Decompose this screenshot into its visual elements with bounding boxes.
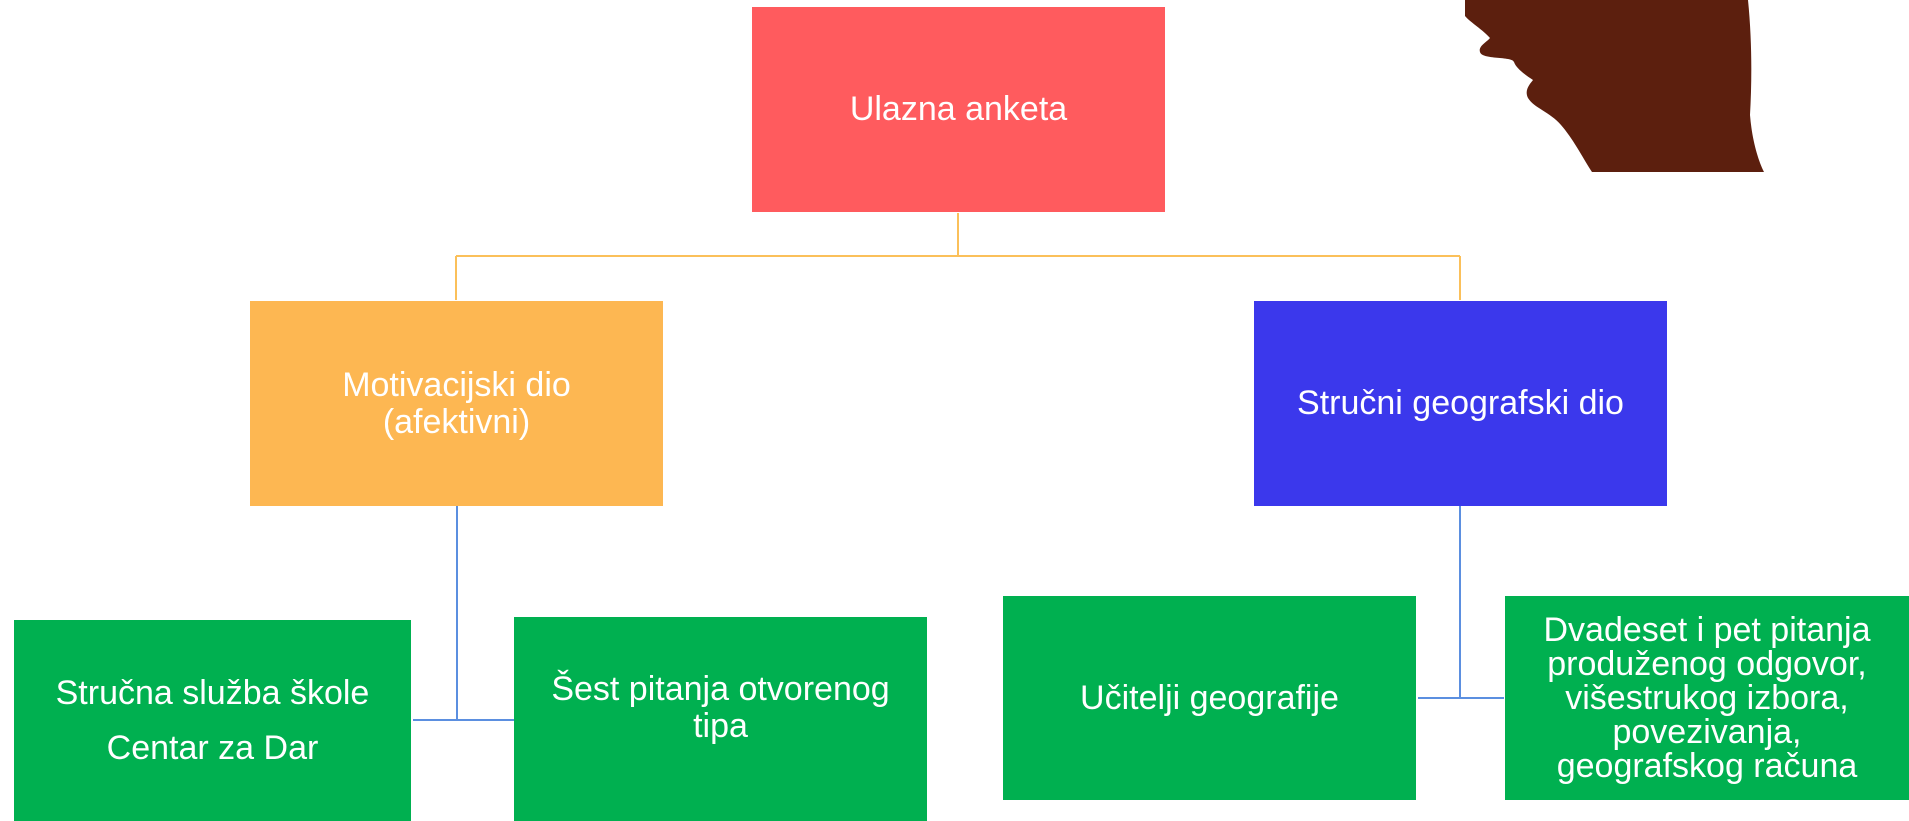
right-questions-line-4: povezivanja, xyxy=(1612,713,1802,751)
root-connectors xyxy=(455,213,1461,300)
left-branch-label-line-1: Motivacijski dio xyxy=(342,365,571,404)
left-respondents-line-1: Stručna služba škole xyxy=(55,674,370,713)
right-questions-line-1: Dvadeset i pet pitanja xyxy=(1543,611,1871,649)
right-questions-line-3: višestrukog izbora, xyxy=(1565,679,1849,717)
left-questions-line-1: Šest pitanja otvorenog xyxy=(551,670,890,709)
root-node: Ulazna anketa xyxy=(752,7,1165,212)
right-questions-node: Dvadeset i pet pitanja produženog odgovo… xyxy=(1505,596,1909,800)
right-branch-label: Stručni geografski dio xyxy=(1297,384,1624,423)
left-questions-line-2: tipa xyxy=(693,707,748,745)
right-questions-line-2: produženog odgovor, xyxy=(1547,645,1867,683)
leaf-connectors xyxy=(413,506,1504,721)
left-respondents-line-2: Centar za Dar xyxy=(106,728,319,767)
left-branch-node: Motivacijski dio (afektivni) xyxy=(250,301,663,506)
left-branch-label-line-2: (afektivni) xyxy=(382,402,531,441)
right-respondents-label: Učitelji geografije xyxy=(1080,678,1339,717)
right-questions-line-5: geografskog računa xyxy=(1556,747,1858,785)
right-respondents-node: Učitelji geografije xyxy=(1003,596,1416,800)
left-questions-node: Šest pitanja otvorenog tipa xyxy=(514,617,927,821)
root-node-label: Ulazna anketa xyxy=(849,90,1068,129)
left-respondents-node: Stručna služba škole Centar za Dar xyxy=(14,620,411,821)
right-branch-node: Stručni geografski dio xyxy=(1254,301,1667,506)
